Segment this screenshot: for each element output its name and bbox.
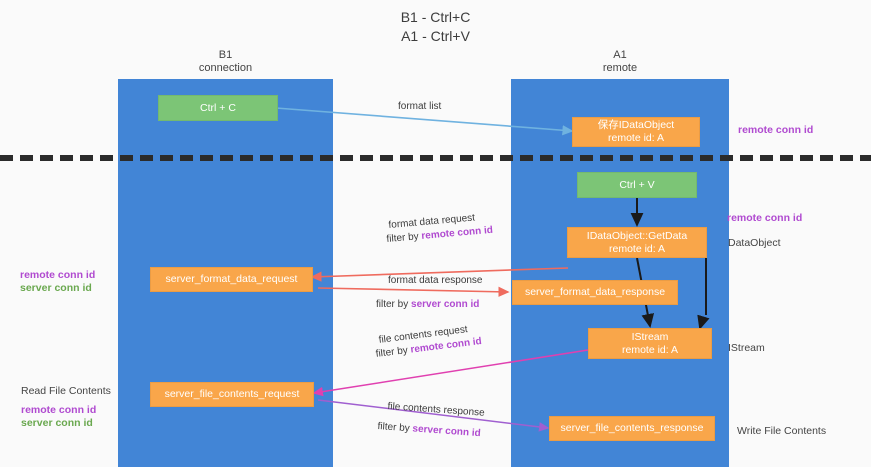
filter-prefix: filter by — [376, 299, 412, 310]
annotation-left-remote-conn-id-mid: remote conn id — [20, 269, 96, 281]
annotation-dataobject: DataObject — [728, 237, 781, 249]
divider-dash — [0, 155, 13, 161]
edge-label-format-list: format list — [398, 101, 442, 112]
divider-dash — [680, 155, 693, 161]
divider-dash — [440, 155, 453, 161]
divider-dash — [240, 155, 253, 161]
divider-dash — [120, 155, 133, 161]
divider-dash — [160, 155, 173, 161]
annotation-remote-conn-id-mid: remote conn id — [727, 212, 803, 224]
divider-dash — [220, 155, 233, 161]
node-istream-sublabel: remote id: A — [621, 343, 679, 356]
edge-label-file-contents-response-filter: filter by server conn id — [377, 420, 481, 440]
divider-dash — [740, 155, 753, 161]
divider-dash — [400, 155, 413, 161]
filter-prefix: filter by — [377, 420, 413, 435]
filter-prefix: filter by — [386, 230, 422, 245]
node-server-format-data-response[interactable]: server_format_data_response — [512, 280, 678, 305]
divider-dash — [140, 155, 153, 161]
divider-dash — [640, 155, 653, 161]
edge-label-file-contents-response: file contents response — [387, 400, 485, 419]
divider-dash — [760, 155, 773, 161]
divider-dash — [600, 155, 613, 161]
divider-dash — [660, 155, 673, 161]
filter-emphasis: server conn id — [411, 299, 480, 310]
edge-label-format-data-response-filter: filter by server conn id — [376, 298, 479, 311]
divider-dash — [560, 155, 573, 161]
node-save-idataobject[interactable]: 保存IDataObject remote id: A — [572, 117, 700, 147]
divider-dash — [840, 155, 853, 161]
node-server-file-contents-response[interactable]: server_file_contents_response — [549, 416, 715, 441]
lane-header-a1: A1 remote — [602, 49, 638, 74]
divider-dash — [320, 155, 333, 161]
divider-dash — [700, 155, 713, 161]
divider-dash — [720, 155, 733, 161]
divider-dash — [20, 155, 33, 161]
lane-header-b1: B1 connection — [198, 49, 253, 74]
node-idataobject-getdata-sublabel: remote id: A — [608, 242, 666, 255]
filter-prefix: filter by — [375, 344, 412, 360]
diagram-title: B1 - Ctrl+C A1 - Ctrl+V — [400, 9, 471, 44]
node-server-file-contents-request-label: server_file_contents_request — [164, 388, 300, 400]
node-istream-label: IStream — [631, 330, 669, 343]
annotation-left-remote-conn-id-bottom: remote conn id — [21, 404, 97, 416]
divider-dash — [60, 155, 73, 161]
divider-dash — [860, 155, 871, 161]
annotation-write-file-contents: Write File Contents — [737, 425, 827, 437]
node-server-format-data-request-label: server_format_data_request — [165, 273, 298, 285]
annotation-left-server-conn-id-mid: server conn id — [20, 282, 92, 294]
divider-dash — [500, 155, 513, 161]
node-server-file-contents-response-label: server_file_contents_response — [560, 422, 704, 434]
divider-dash — [780, 155, 793, 161]
divider-dash — [280, 155, 293, 161]
divider-dash — [620, 155, 633, 161]
divider-dash — [180, 155, 193, 161]
divider-dash — [800, 155, 813, 161]
annotation-left-server-conn-id-bottom: server conn id — [21, 417, 93, 429]
node-ctrl-c[interactable]: Ctrl + C — [158, 95, 278, 121]
node-server-format-data-response-label: server_format_data_response — [524, 286, 666, 298]
node-idataobject-getdata[interactable]: IDataObject::GetData remote id: A — [567, 227, 707, 258]
divider-dash — [820, 155, 833, 161]
edge-label-format-data-response: format data response — [388, 275, 483, 286]
divider-dash — [520, 155, 533, 161]
divider-dash — [100, 155, 113, 161]
annotation-remote-conn-id-top: remote conn id — [738, 124, 814, 136]
divider-dash — [540, 155, 553, 161]
divider-dash — [200, 155, 213, 161]
filter-emphasis: server conn id — [412, 423, 482, 440]
divider-dash — [300, 155, 313, 161]
divider-dash — [40, 155, 53, 161]
divider-dash — [580, 155, 593, 161]
node-ctrl-v-label: Ctrl + V — [619, 178, 655, 191]
annotation-istream: IStream — [728, 342, 765, 354]
node-server-format-data-request[interactable]: server_format_data_request — [150, 267, 313, 292]
node-istream[interactable]: IStream remote id: A — [588, 328, 712, 359]
divider-dash — [420, 155, 433, 161]
divider-dash — [380, 155, 393, 161]
node-server-file-contents-request[interactable]: server_file_contents_request — [150, 382, 314, 407]
divider-dash — [340, 155, 353, 161]
divider-dash — [360, 155, 373, 161]
node-save-idataobject-sublabel: remote id: A — [607, 132, 665, 144]
annotation-read-file-contents: Read File Contents — [21, 385, 111, 397]
node-idataobject-getdata-label: IDataObject::GetData — [586, 229, 688, 242]
node-ctrl-c-label: Ctrl + C — [200, 101, 236, 114]
section-divider — [0, 155, 871, 161]
node-ctrl-v[interactable]: Ctrl + V — [577, 172, 697, 198]
divider-dash — [480, 155, 493, 161]
divider-dash — [460, 155, 473, 161]
divider-dash — [80, 155, 93, 161]
divider-dash — [260, 155, 273, 161]
node-save-idataobject-label: 保存IDataObject — [597, 119, 675, 131]
